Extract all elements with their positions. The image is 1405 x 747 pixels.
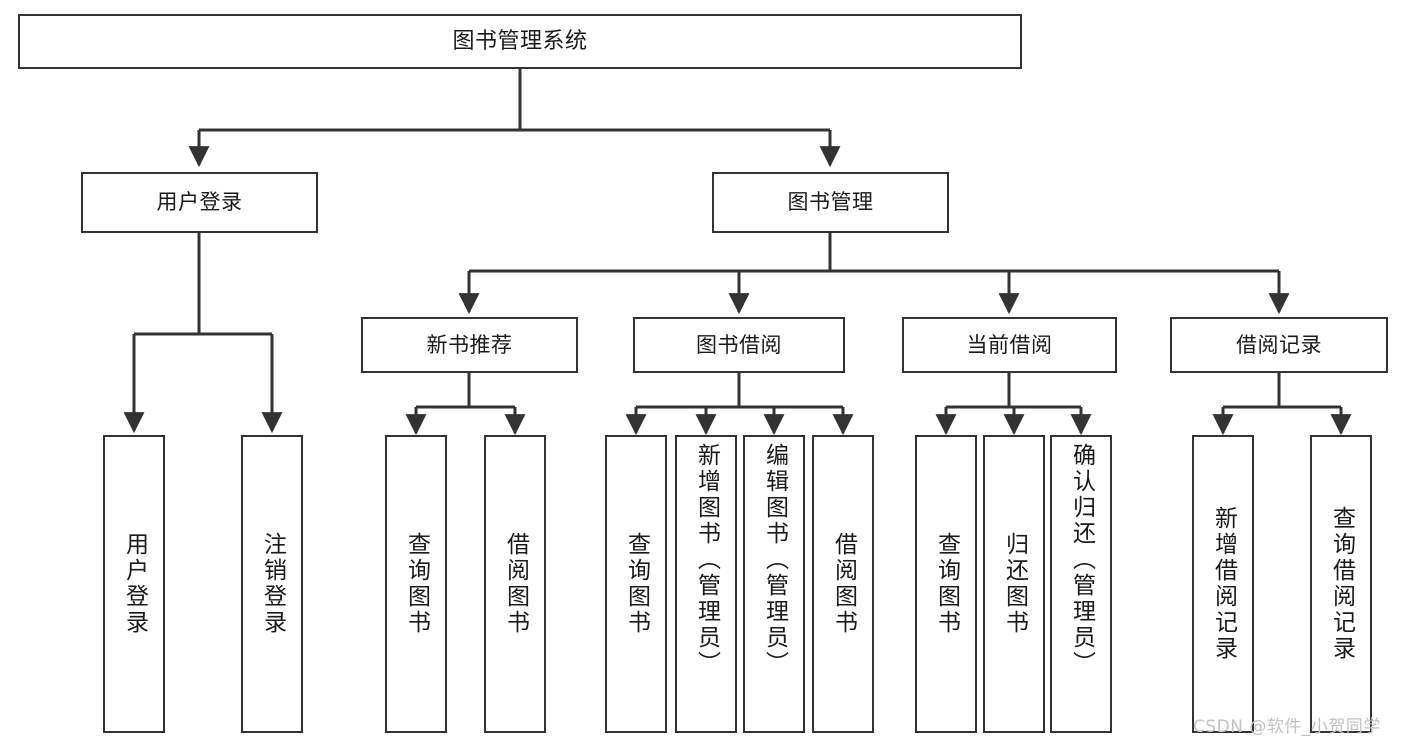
node-label: 当前借阅 [966, 332, 1053, 357]
leaf-new-book-query[interactable]: 查询图书 [385, 435, 447, 733]
node-label: 新增借阅记录 [1210, 506, 1237, 662]
leaf-new-book-borrow[interactable]: 借阅图书 [484, 435, 546, 733]
leaf-current-borrow-query[interactable]: 查询图书 [915, 435, 977, 733]
node-label: 新书推荐 [426, 332, 513, 357]
leaf-user-login-login[interactable]: 用户登录 [103, 435, 165, 733]
csdn-watermark: CSDN @软件_小贺同学 [1193, 717, 1381, 737]
node-label: 新增图书（管理员） [693, 443, 720, 677]
node-label: 查询借阅记录 [1328, 506, 1355, 662]
node-label: 借阅图书 [502, 532, 529, 636]
node-label: 图书借阅 [696, 332, 782, 357]
leaf-book-borrow-lend[interactable]: 借阅图书 [812, 435, 874, 733]
node-new-book-recommend[interactable]: 新书推荐 [361, 317, 578, 373]
leaf-book-borrow-edit[interactable]: 编辑图书（管理员） [743, 435, 805, 733]
node-root-system[interactable]: 图书管理系统 [18, 14, 1022, 69]
node-label: 用户登录 [156, 190, 243, 215]
leaf-borrow-record-query[interactable]: 查询借阅记录 [1310, 435, 1372, 733]
node-label: 注销登录 [259, 532, 286, 636]
node-label: 图书管理 [787, 190, 874, 215]
node-book-management[interactable]: 图书管理 [712, 172, 949, 233]
node-label: 编辑图书（管理员） [761, 443, 788, 677]
node-label: 查询图书 [403, 532, 430, 636]
node-label: 图书管理系统 [452, 28, 588, 54]
leaf-current-borrow-return[interactable]: 归还图书 [983, 435, 1045, 733]
node-current-borrow[interactable]: 当前借阅 [902, 317, 1117, 373]
leaf-borrow-record-add[interactable]: 新增借阅记录 [1192, 435, 1254, 733]
node-label: 归还图书 [1001, 532, 1028, 636]
node-book-borrow[interactable]: 图书借阅 [633, 317, 845, 373]
node-label: 借阅图书 [830, 532, 857, 636]
node-user-login[interactable]: 用户登录 [81, 172, 318, 233]
node-borrow-record[interactable]: 借阅记录 [1170, 317, 1388, 373]
node-label: 确认归还（管理员） [1068, 443, 1095, 677]
node-label: 查询图书 [933, 532, 960, 636]
node-label: 借阅记录 [1236, 332, 1322, 357]
leaf-current-borrow-confirm[interactable]: 确认归还（管理员） [1050, 435, 1112, 733]
leaf-book-borrow-add[interactable]: 新增图书（管理员） [675, 435, 737, 733]
leaf-book-borrow-query[interactable]: 查询图书 [605, 435, 667, 733]
leaf-user-login-logout[interactable]: 注销登录 [241, 435, 303, 733]
node-label: 用户登录 [121, 532, 148, 636]
node-label: 查询图书 [623, 532, 650, 636]
